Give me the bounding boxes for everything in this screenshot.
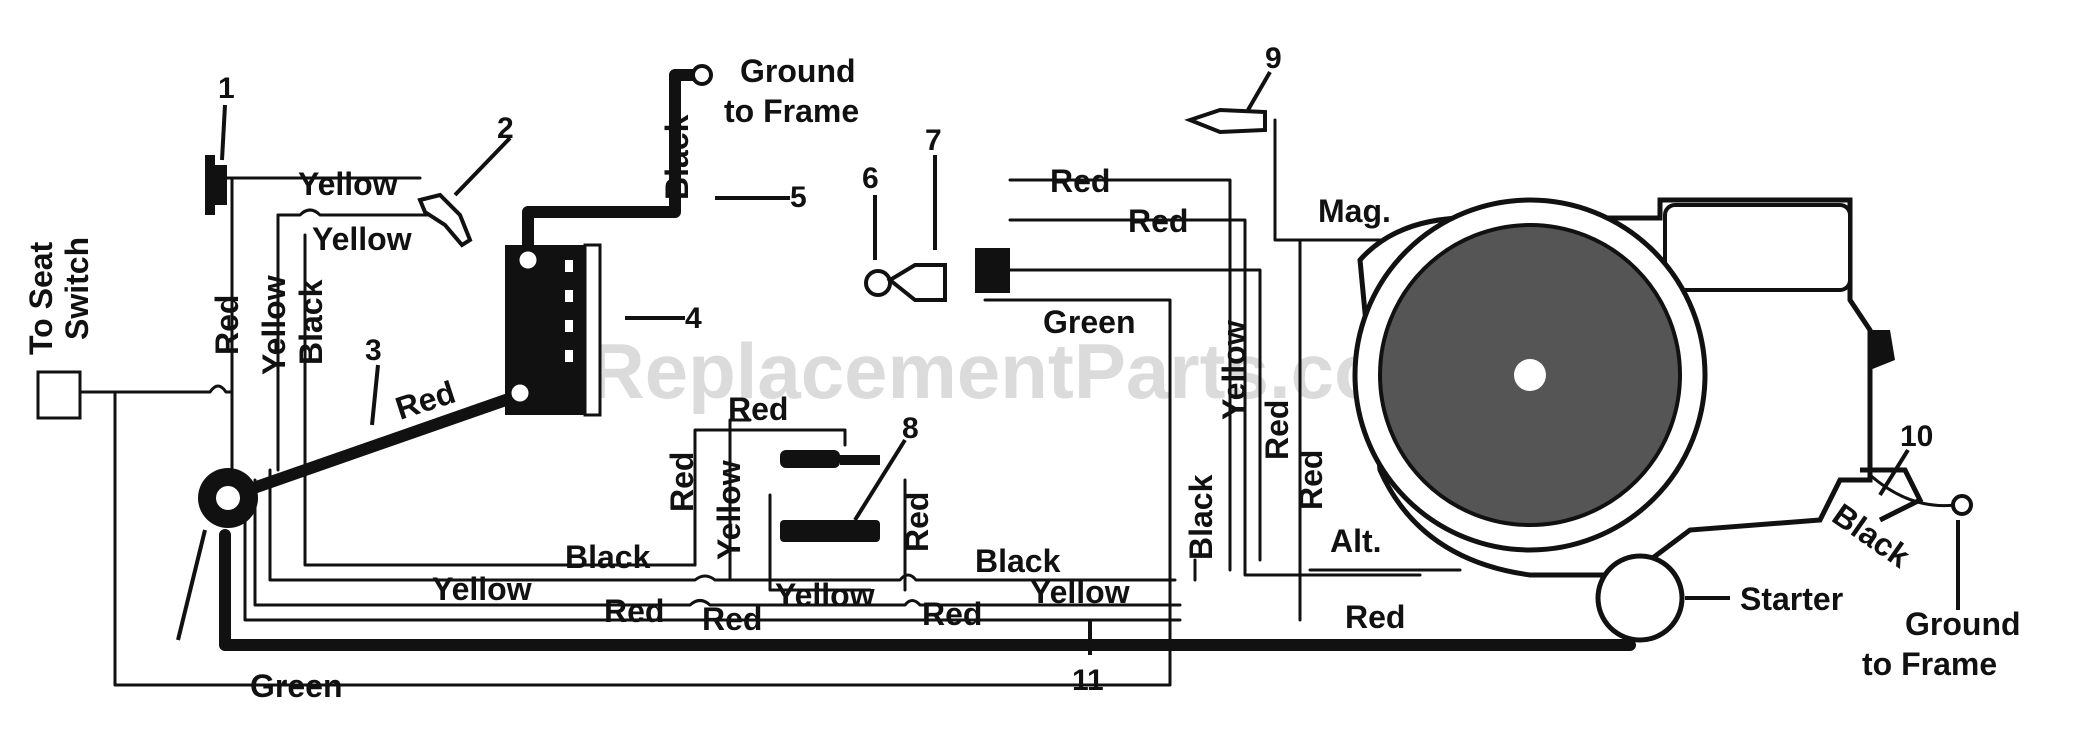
wire-label-red-center-vertical: Red [664,452,700,512]
wire-label-red-ign-1: Red [1050,163,1110,199]
solenoid-icon [780,450,880,542]
wire-label-red-ign-2: Red [1128,203,1188,239]
ground-lug-top-icon [691,64,713,86]
battery-ground-cable [522,69,706,266]
callout-1: 1 [218,72,235,105]
red-center-wire [693,428,847,567]
wire-label-red-starter: Red [1345,599,1405,635]
seat-switch-wire [78,384,234,394]
alt-label: Alt. [1330,523,1382,559]
ground-frame-top-label-1: Ground [740,53,856,89]
callout-11: 11 [1072,664,1104,697]
engine-ground-wire [1868,473,1957,508]
red-ign-wire-1 [1008,178,1232,572]
wire-label-red-center-top: Red [728,391,788,427]
ignition-switch-icon [864,248,1010,302]
wire-label-red-right-2: Red [1293,450,1329,510]
wire-label-yellow-top: Yellow [298,166,398,202]
green-ign-wire [983,298,1172,612]
red-solenoid-wire [768,493,872,592]
wire-label-yellow-under-switch: Yellow [312,221,412,257]
mag-wire [1273,118,1302,622]
yellow-ign-wire [1008,268,1262,562]
wire-label-red-bottom-mid2: Red [922,596,982,632]
callout-10: 10 [1900,420,1933,453]
red-bottom-wire [253,478,1182,607]
plug-connector-icon [205,155,227,215]
callout-6: 6 [862,162,879,195]
wiring-harness [78,118,1636,687]
yellow-center-wire [728,418,752,582]
wire-label-black-ground: Black [659,114,695,200]
wire-label-green-bottom: Green [250,668,342,704]
battery-positive-cable [242,389,526,496]
wire-label-red-bottom-mid: Red [702,601,762,637]
watermark: eReplacementParts.com [545,327,1451,415]
wire-label-red-bottom-left: Red [604,593,664,629]
ground-frame-right-label-2: to Frame [1862,646,1997,682]
wire-label-yellow-bottom-mid: Yellow [775,577,875,613]
engine-icon [1352,197,1924,578]
callout-8: 8 [902,412,919,445]
seat-switch-label-2: Switch [59,237,95,340]
wire-label-black-bottom-left: Black [565,539,651,575]
callout-arrows [176,70,1960,655]
wire-label-red-right-1: Red [1259,400,1295,460]
starter-label: Starter [1740,581,1843,617]
wire-label-red-solenoid: Red [899,492,935,552]
black-vertical-wire [303,233,697,567]
ground-lug-right-icon [1951,494,1973,516]
wire-label-yellow-right: Yellow [1216,320,1252,420]
red-ign-wire-2 [1008,218,1422,577]
battery-icon [505,243,602,417]
mag-label: Mag. [1318,193,1391,229]
wire-label-red-left: Red [209,295,245,355]
ground-frame-right-label-1: Ground [1905,606,2021,642]
wire-label-yellow-bottom-left: Yellow [432,571,532,607]
starter-cable [219,529,1636,651]
wire-label-yellow-left: Yellow [256,275,292,375]
ignition-connector-icon [1184,107,1267,135]
wire-label-black-left: Black [293,279,329,365]
callout-4: 4 [685,302,702,335]
callout-9: 9 [1265,42,1282,75]
starter-icon [1595,553,1685,643]
wire-label-yellow-bottom-mid2: Yellow [1030,574,1130,610]
seat-switch-label-1: To Seat [23,241,59,355]
yellow-switch-wire [276,198,442,217]
wire-label-yellow-center-vertical: Yellow [711,460,747,560]
callout-5: 5 [790,181,807,214]
callout-2: 2 [497,112,514,145]
wire-label-black-bottom-mid: Black [975,543,1061,579]
ground-frame-top-label-2: to Frame [724,93,859,129]
seat-switch-connector [36,370,82,420]
red-branch-wire [243,478,1182,622]
wire-label-black-right: Black [1183,474,1219,560]
switch-icon [417,192,473,248]
wire-label-green-ign: Green [1043,304,1135,340]
yellow-bottom-wire [268,468,1177,582]
callout-7: 7 [925,124,942,157]
callout-3: 3 [365,334,382,367]
key-switch-icon [198,468,258,528]
